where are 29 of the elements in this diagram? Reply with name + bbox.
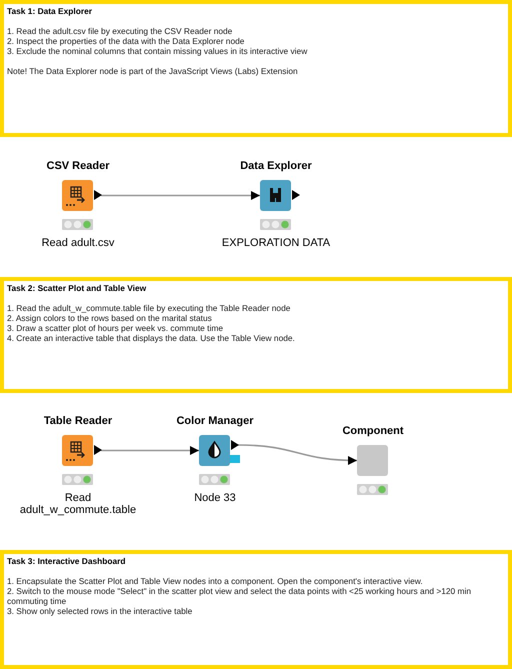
node-title: CSV Reader — [46, 160, 110, 172]
connector-arrow — [101, 191, 260, 200]
node-title: Data Explorer — [239, 160, 313, 172]
annotation-text: 3. Show only selected rows in the interactive table — [7, 606, 194, 616]
connector-arrow — [238, 444, 358, 465]
annotation-text: 2. Switch to the mouse mode "Select" in the scatter plot view and select the data points with <25 working hours and >120 min commuting time — [7, 586, 472, 606]
annotation-heading: Task 3: Interactive Dashboard — [7, 556, 127, 566]
annotation-heading: Task 1: Data Explorer — [7, 6, 94, 16]
node-title: Table Reader — [42, 415, 114, 427]
connector-arrow — [101, 446, 199, 455]
node-title: Component — [341, 425, 405, 437]
annotation-text: Note! The Data Explorer node is part of the JavaScript Views (Labs) Extension — [7, 66, 299, 76]
annotation-text: 2. Assign colors to the rows based on the marital status — [7, 313, 213, 323]
annotation-text: 4. Create an interactive table that displays the data. Use the Table View node. — [7, 333, 296, 343]
annotation-box — [0, 0, 512, 137]
annotation-text: 2. Inspect the properties of the data with the Data Explorer node — [7, 36, 246, 46]
node-title: Color Manager — [175, 415, 254, 427]
annotation-heading: Task 2: Scatter Plot and Table View — [7, 283, 148, 293]
annotation-text: 1. Encapsulate the Scatter Plot and Table View nodes into a component. Open the component's interactive view. — [7, 576, 424, 586]
node-label: Read adult.csv — [40, 237, 116, 249]
annotation-text: 3. Exclude the nominal columns that contain missing values in its interactive view — [7, 46, 308, 56]
annotation-box — [0, 277, 512, 393]
annotation-box — [0, 550, 512, 669]
annotation-text: 1. Read the adult.csv file by executing the CSV Reader node — [7, 26, 234, 36]
node-label: Read adult_w_commute.table — [18, 492, 138, 516]
annotation-text: 3. Draw a scatter plot of hours per week vs. commute time — [7, 323, 224, 333]
annotation-text: 1. Read the adult_w_commute.table file by executing the Table Reader node — [7, 303, 292, 313]
node-label: Node 33 — [193, 492, 237, 504]
node-label: EXPLORATION DATA — [220, 237, 332, 249]
